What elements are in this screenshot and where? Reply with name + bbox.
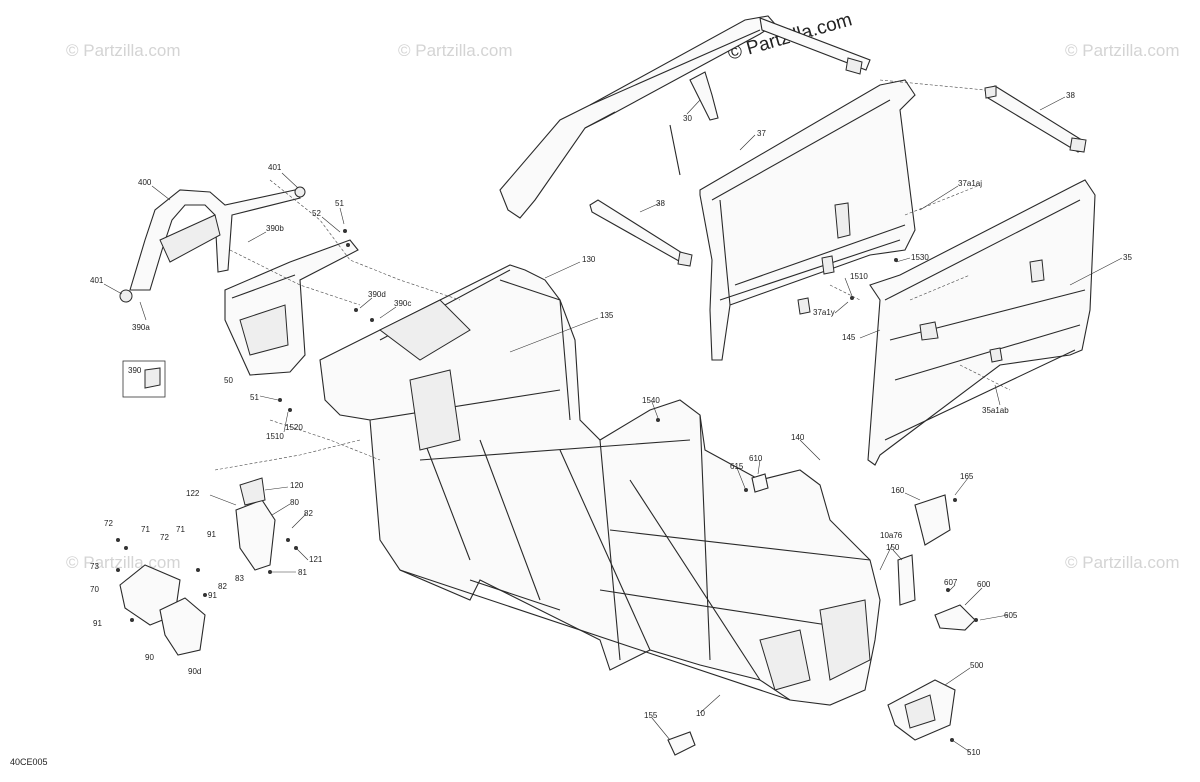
callout-37: 37	[757, 129, 766, 138]
part-38-rear-bar	[984, 85, 1087, 153]
callout-52: 52	[312, 209, 321, 218]
callout-90d: 90d	[188, 667, 201, 676]
part-600-bracket	[934, 604, 976, 631]
callout-71: 71	[141, 525, 150, 534]
callout-390b: 390b	[266, 224, 284, 233]
callout-510: 510	[967, 748, 981, 757]
part-38-cross-bar	[589, 199, 693, 267]
callout-607: 607	[944, 578, 958, 587]
callout-390c: 390c	[394, 299, 411, 308]
assembly-lines	[214, 79, 1011, 471]
callout-121: 121	[309, 555, 323, 564]
callout-30: 30	[683, 114, 692, 123]
part-80-bracket	[235, 477, 276, 571]
callout-91: 91	[208, 591, 217, 600]
callout-37a1y: 37a1y	[813, 308, 835, 317]
watermark: © Partzilla.com	[66, 41, 181, 60]
callout-155: 155	[644, 711, 658, 720]
callout-37a1aj: 37a1aj	[958, 179, 982, 188]
callout-605: 605	[1004, 611, 1018, 620]
callout-165: 165	[960, 472, 974, 481]
callout-1510: 1510	[266, 432, 284, 441]
callout-82: 82	[304, 509, 313, 518]
callout-401: 401	[90, 276, 104, 285]
callout-135: 135	[600, 311, 614, 320]
callout-130: 130	[582, 255, 596, 264]
callout-38: 38	[656, 199, 665, 208]
callout-10a76: 10a76	[880, 531, 903, 540]
callout-600: 600	[977, 580, 991, 589]
callout-1520: 1520	[285, 423, 303, 432]
part-37-roof-rear	[699, 79, 916, 361]
callout-390d: 390d	[368, 290, 386, 299]
part-160-bracket	[914, 494, 951, 546]
callout-1510: 1510	[850, 272, 868, 281]
callout-401: 401	[268, 163, 282, 172]
callout-51: 51	[250, 393, 259, 402]
callout-400: 400	[138, 178, 152, 187]
callout-70: 70	[90, 585, 99, 594]
callout-145: 145	[842, 333, 856, 342]
callout-615: 615	[730, 462, 744, 471]
callout-500: 500	[970, 661, 984, 670]
part-390-inset	[122, 360, 166, 398]
part-150-bracket	[897, 554, 916, 606]
callout-35: 35	[1123, 253, 1132, 262]
watermark: © Partzilla.com	[66, 553, 181, 572]
callout-72: 72	[104, 519, 113, 528]
part-35-rear-frame	[867, 179, 1096, 466]
part-30-roof-front	[499, 15, 871, 219]
callout-51: 51	[335, 199, 344, 208]
callout-1540: 1540	[642, 396, 660, 405]
callout-72: 72	[160, 533, 169, 542]
callout-83: 83	[235, 574, 244, 583]
part-500-plate	[887, 679, 956, 741]
callout-90: 90	[145, 653, 154, 662]
callout-122: 122	[186, 489, 200, 498]
part-90-bracket	[159, 597, 206, 656]
part-50-front-bracket	[224, 239, 359, 376]
callout-140: 140	[791, 433, 805, 442]
callout-50: 50	[224, 376, 233, 385]
callout-71: 71	[176, 525, 185, 534]
callout-81: 81	[298, 568, 307, 577]
fastener-layer	[116, 229, 978, 742]
callout-150: 150	[886, 543, 900, 552]
part-610-clip	[751, 473, 769, 493]
part-155-plate	[667, 731, 696, 756]
watermark: © Partzilla.com	[1065, 553, 1180, 572]
callout-10: 10	[696, 709, 705, 718]
diagram-code: 40CE005	[10, 757, 48, 767]
watermark: © Partzilla.com	[1065, 41, 1180, 60]
callout-91: 91	[207, 530, 216, 539]
callout-73: 73	[90, 562, 99, 571]
callout-80: 80	[290, 498, 299, 507]
leader-lines	[103, 96, 1123, 753]
callout-35a1ab: 35a1ab	[982, 406, 1009, 415]
callout-610: 610	[749, 454, 763, 463]
callout-layer: 401 400 52 51 390b 401 390d 390c 390a 39…	[90, 91, 1132, 757]
callout-390: 390	[128, 366, 142, 375]
watermark: © Partzilla.com	[398, 41, 513, 60]
callout-38: 38	[1066, 91, 1075, 100]
callout-120: 120	[290, 481, 304, 490]
callout-160: 160	[891, 486, 905, 495]
part-400-grab-handle	[119, 186, 306, 303]
callout-91: 91	[93, 619, 102, 628]
callout-390a: 390a	[132, 323, 150, 332]
part-10-main-frame	[319, 264, 881, 706]
callout-82: 82	[218, 582, 227, 591]
callout-1530: 1530	[911, 253, 929, 262]
